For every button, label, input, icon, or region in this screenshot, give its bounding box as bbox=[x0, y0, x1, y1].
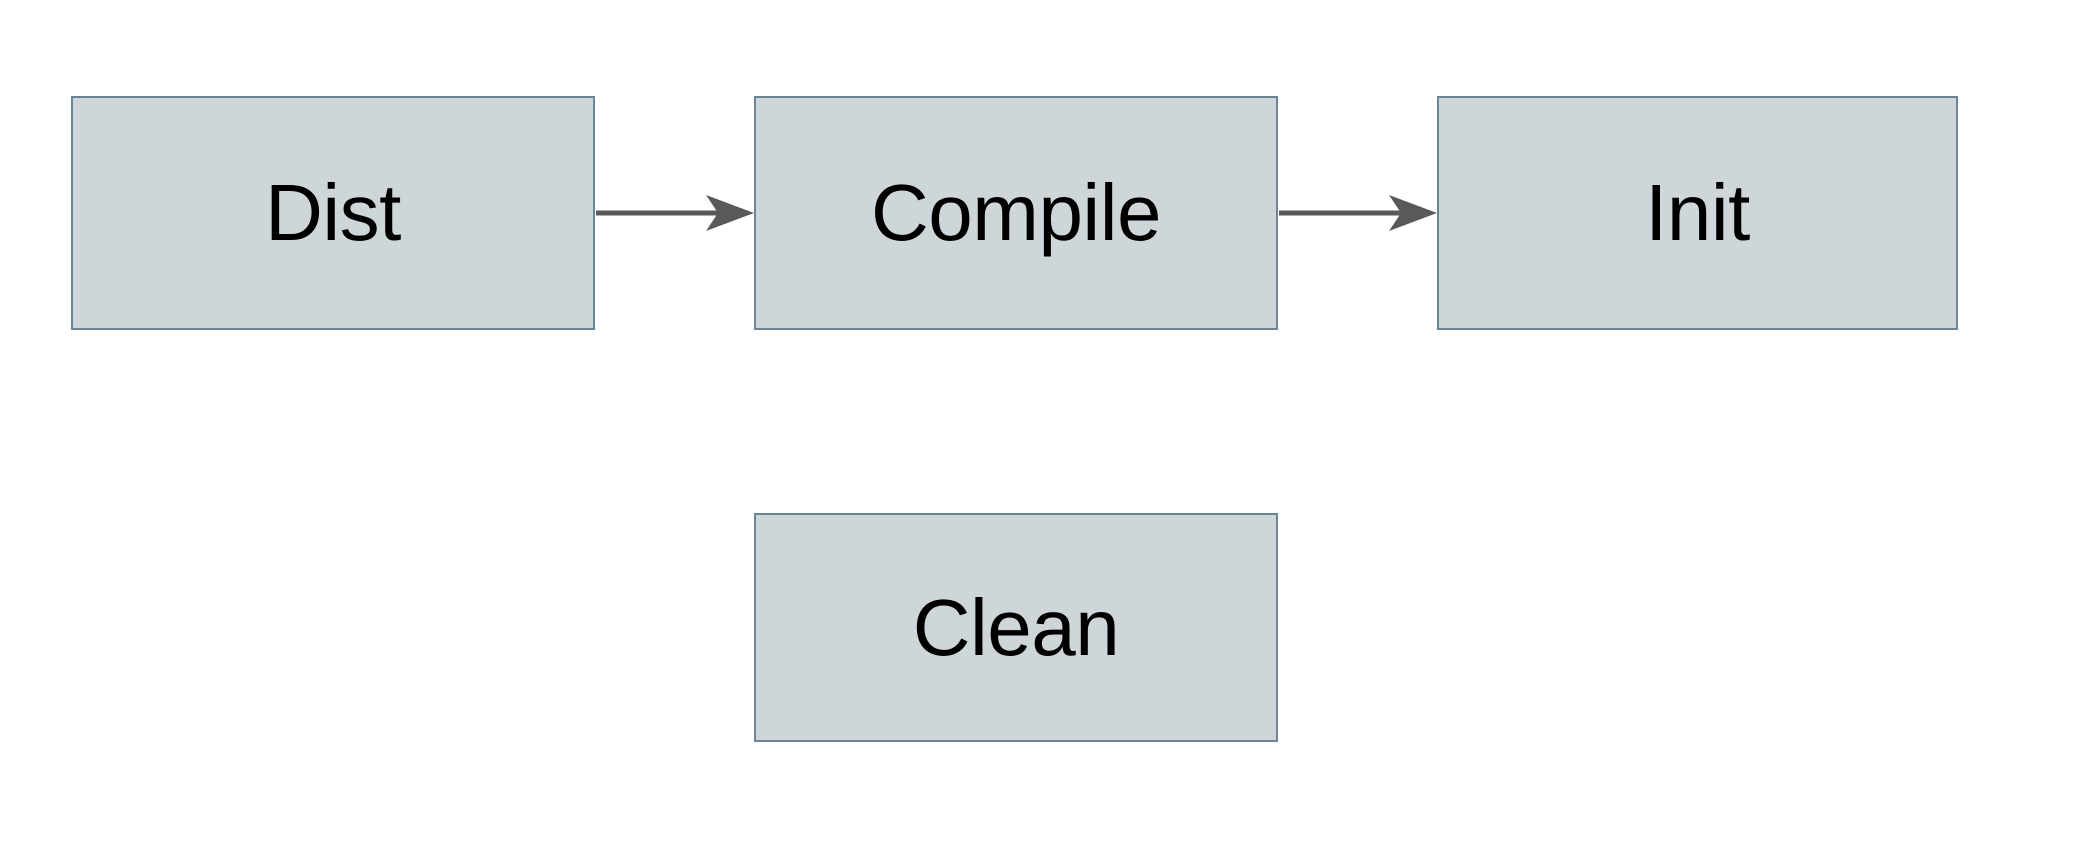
node-init[interactable]: Init bbox=[1437, 96, 1958, 330]
edge-arrow-graphic bbox=[596, 195, 754, 231]
node-dist-label: Dist bbox=[265, 168, 401, 257]
node-clean[interactable]: Clean bbox=[754, 513, 1278, 742]
node-compile-label: Compile bbox=[871, 168, 1161, 257]
edge-arrow-graphic bbox=[1279, 195, 1437, 231]
edge-compile-to-init[interactable] bbox=[1279, 193, 1439, 233]
node-compile[interactable]: Compile bbox=[754, 96, 1278, 330]
arrowhead-icon bbox=[706, 195, 754, 231]
edge-dist-to-compile[interactable] bbox=[596, 193, 756, 233]
node-clean-label: Clean bbox=[912, 582, 1120, 672]
node-init-label: Init bbox=[1645, 168, 1750, 257]
node-dist[interactable]: Dist bbox=[71, 96, 595, 330]
arrowhead-icon bbox=[1389, 195, 1437, 231]
